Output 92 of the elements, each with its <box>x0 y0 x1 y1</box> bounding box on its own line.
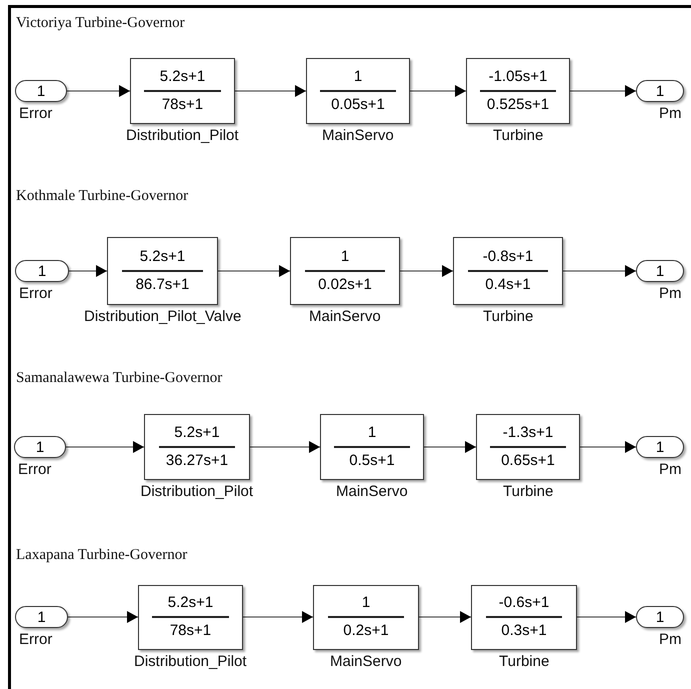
denominator: 0.2s+1 <box>343 622 389 640</box>
transfer-function-block <box>290 237 400 305</box>
block-label: MainServo <box>330 652 402 670</box>
numerator: -0.8s+1 <box>482 248 534 266</box>
signal-arrow <box>410 85 466 97</box>
port-label: Error <box>19 285 52 302</box>
block-label: Distribution_Pilot <box>140 483 254 500</box>
port-number: 1 <box>36 82 46 100</box>
signal-arrow <box>66 441 144 453</box>
numerator: -1.05s+1 <box>488 68 548 86</box>
denominator: 0.3s+1 <box>501 622 547 640</box>
port-label: Error <box>19 105 52 122</box>
transfer-function-block <box>466 58 570 124</box>
signal-arrow <box>234 85 306 97</box>
signal-arrow <box>218 265 290 277</box>
denominator: 0.525s+1 <box>486 96 550 114</box>
signal-arrow <box>68 611 138 623</box>
denominator: 36.27s+1 <box>166 452 228 470</box>
port-number: 1 <box>656 438 664 456</box>
block-label: Turbine <box>503 483 554 500</box>
numerator: 5.2s+1 <box>168 594 214 612</box>
numerator: 5.2s+1 <box>140 248 186 266</box>
outport-block <box>636 80 684 102</box>
transfer-function-block <box>313 584 419 650</box>
subsystem-title: Victoriya Turbine-Governor <box>16 15 185 32</box>
subsystem-title: Laxapana Turbine-Governor <box>16 547 188 564</box>
transfer-function-block <box>306 58 410 124</box>
block-label: MainServo <box>336 483 408 500</box>
numerator: 1 <box>354 68 362 86</box>
outport-block <box>636 260 684 282</box>
denominator: 0.5s+1 <box>349 452 395 470</box>
block-label: Distribution_Pilot <box>134 652 247 670</box>
transfer-function-block <box>144 414 250 480</box>
numerator: 5.2s+1 <box>160 68 206 86</box>
port-number: 1 <box>36 438 44 456</box>
inport-block <box>15 260 69 282</box>
numerator: 5.2s+1 <box>174 424 220 442</box>
port-number: 1 <box>37 608 46 626</box>
port-number: 1 <box>656 82 664 100</box>
port-label: Pm <box>659 285 682 302</box>
denominator: 0.4s+1 <box>485 276 531 294</box>
outport-block <box>636 606 684 628</box>
denominator: 0.65s+1 <box>501 452 555 470</box>
port-number: 1 <box>38 262 46 280</box>
denominator: 0.05s+1 <box>331 96 385 114</box>
port-label: Pm <box>659 105 682 122</box>
transfer-function-block <box>453 237 563 305</box>
port-label: Pm <box>659 631 682 648</box>
denominator: 86.7s+1 <box>136 276 190 294</box>
outport-block <box>636 436 684 458</box>
signal-arrow <box>242 611 314 623</box>
signal-arrow <box>400 265 454 277</box>
signal-arrow <box>68 265 108 277</box>
port-number: 1 <box>656 608 664 626</box>
transfer-function-block <box>130 58 235 124</box>
transfer-function-block <box>320 414 424 480</box>
signal-arrow <box>580 441 636 453</box>
signal-arrow <box>418 611 472 623</box>
block-label: Distribution_Pilot <box>126 127 239 144</box>
port-label: Error <box>19 631 52 648</box>
block-label: Turbine <box>499 652 550 670</box>
block-label: Turbine <box>483 308 534 325</box>
signal-arrow <box>424 441 476 453</box>
port-label: Pm <box>659 461 682 478</box>
signal-arrow <box>570 85 636 97</box>
signal-arrow <box>250 441 320 453</box>
inport-block <box>14 436 66 458</box>
subsystem-title: Kothmale Turbine-Governor <box>16 188 188 205</box>
numerator: -0.6s+1 <box>498 594 550 612</box>
denominator: 0.02s+1 <box>318 276 372 294</box>
subsystem-title: Samanalawewa Turbine-Governor <box>16 370 222 387</box>
signal-arrow <box>576 611 636 623</box>
signal-arrow <box>66 85 130 97</box>
block-label: Turbine <box>493 127 544 144</box>
port-label: Error <box>18 461 52 478</box>
denominator: 78s+1 <box>162 96 204 114</box>
transfer-function-block <box>138 584 243 650</box>
numerator: -1.3s+1 <box>502 424 554 442</box>
inport-block <box>15 606 68 628</box>
numerator: 1 <box>362 594 370 612</box>
block-label: Distribution_Pilot_Valve <box>84 308 242 325</box>
numerator: 1 <box>340 248 350 266</box>
denominator: 78s+1 <box>170 622 212 640</box>
transfer-function-block <box>107 237 218 305</box>
block-label: MainServo <box>309 308 381 325</box>
numerator: 1 <box>368 424 376 442</box>
inport-block <box>15 80 67 102</box>
block-label: MainServo <box>322 127 394 144</box>
transfer-function-block <box>471 584 577 650</box>
transfer-function-block <box>476 414 580 480</box>
signal-arrow <box>562 265 636 277</box>
port-number: 1 <box>656 262 664 280</box>
